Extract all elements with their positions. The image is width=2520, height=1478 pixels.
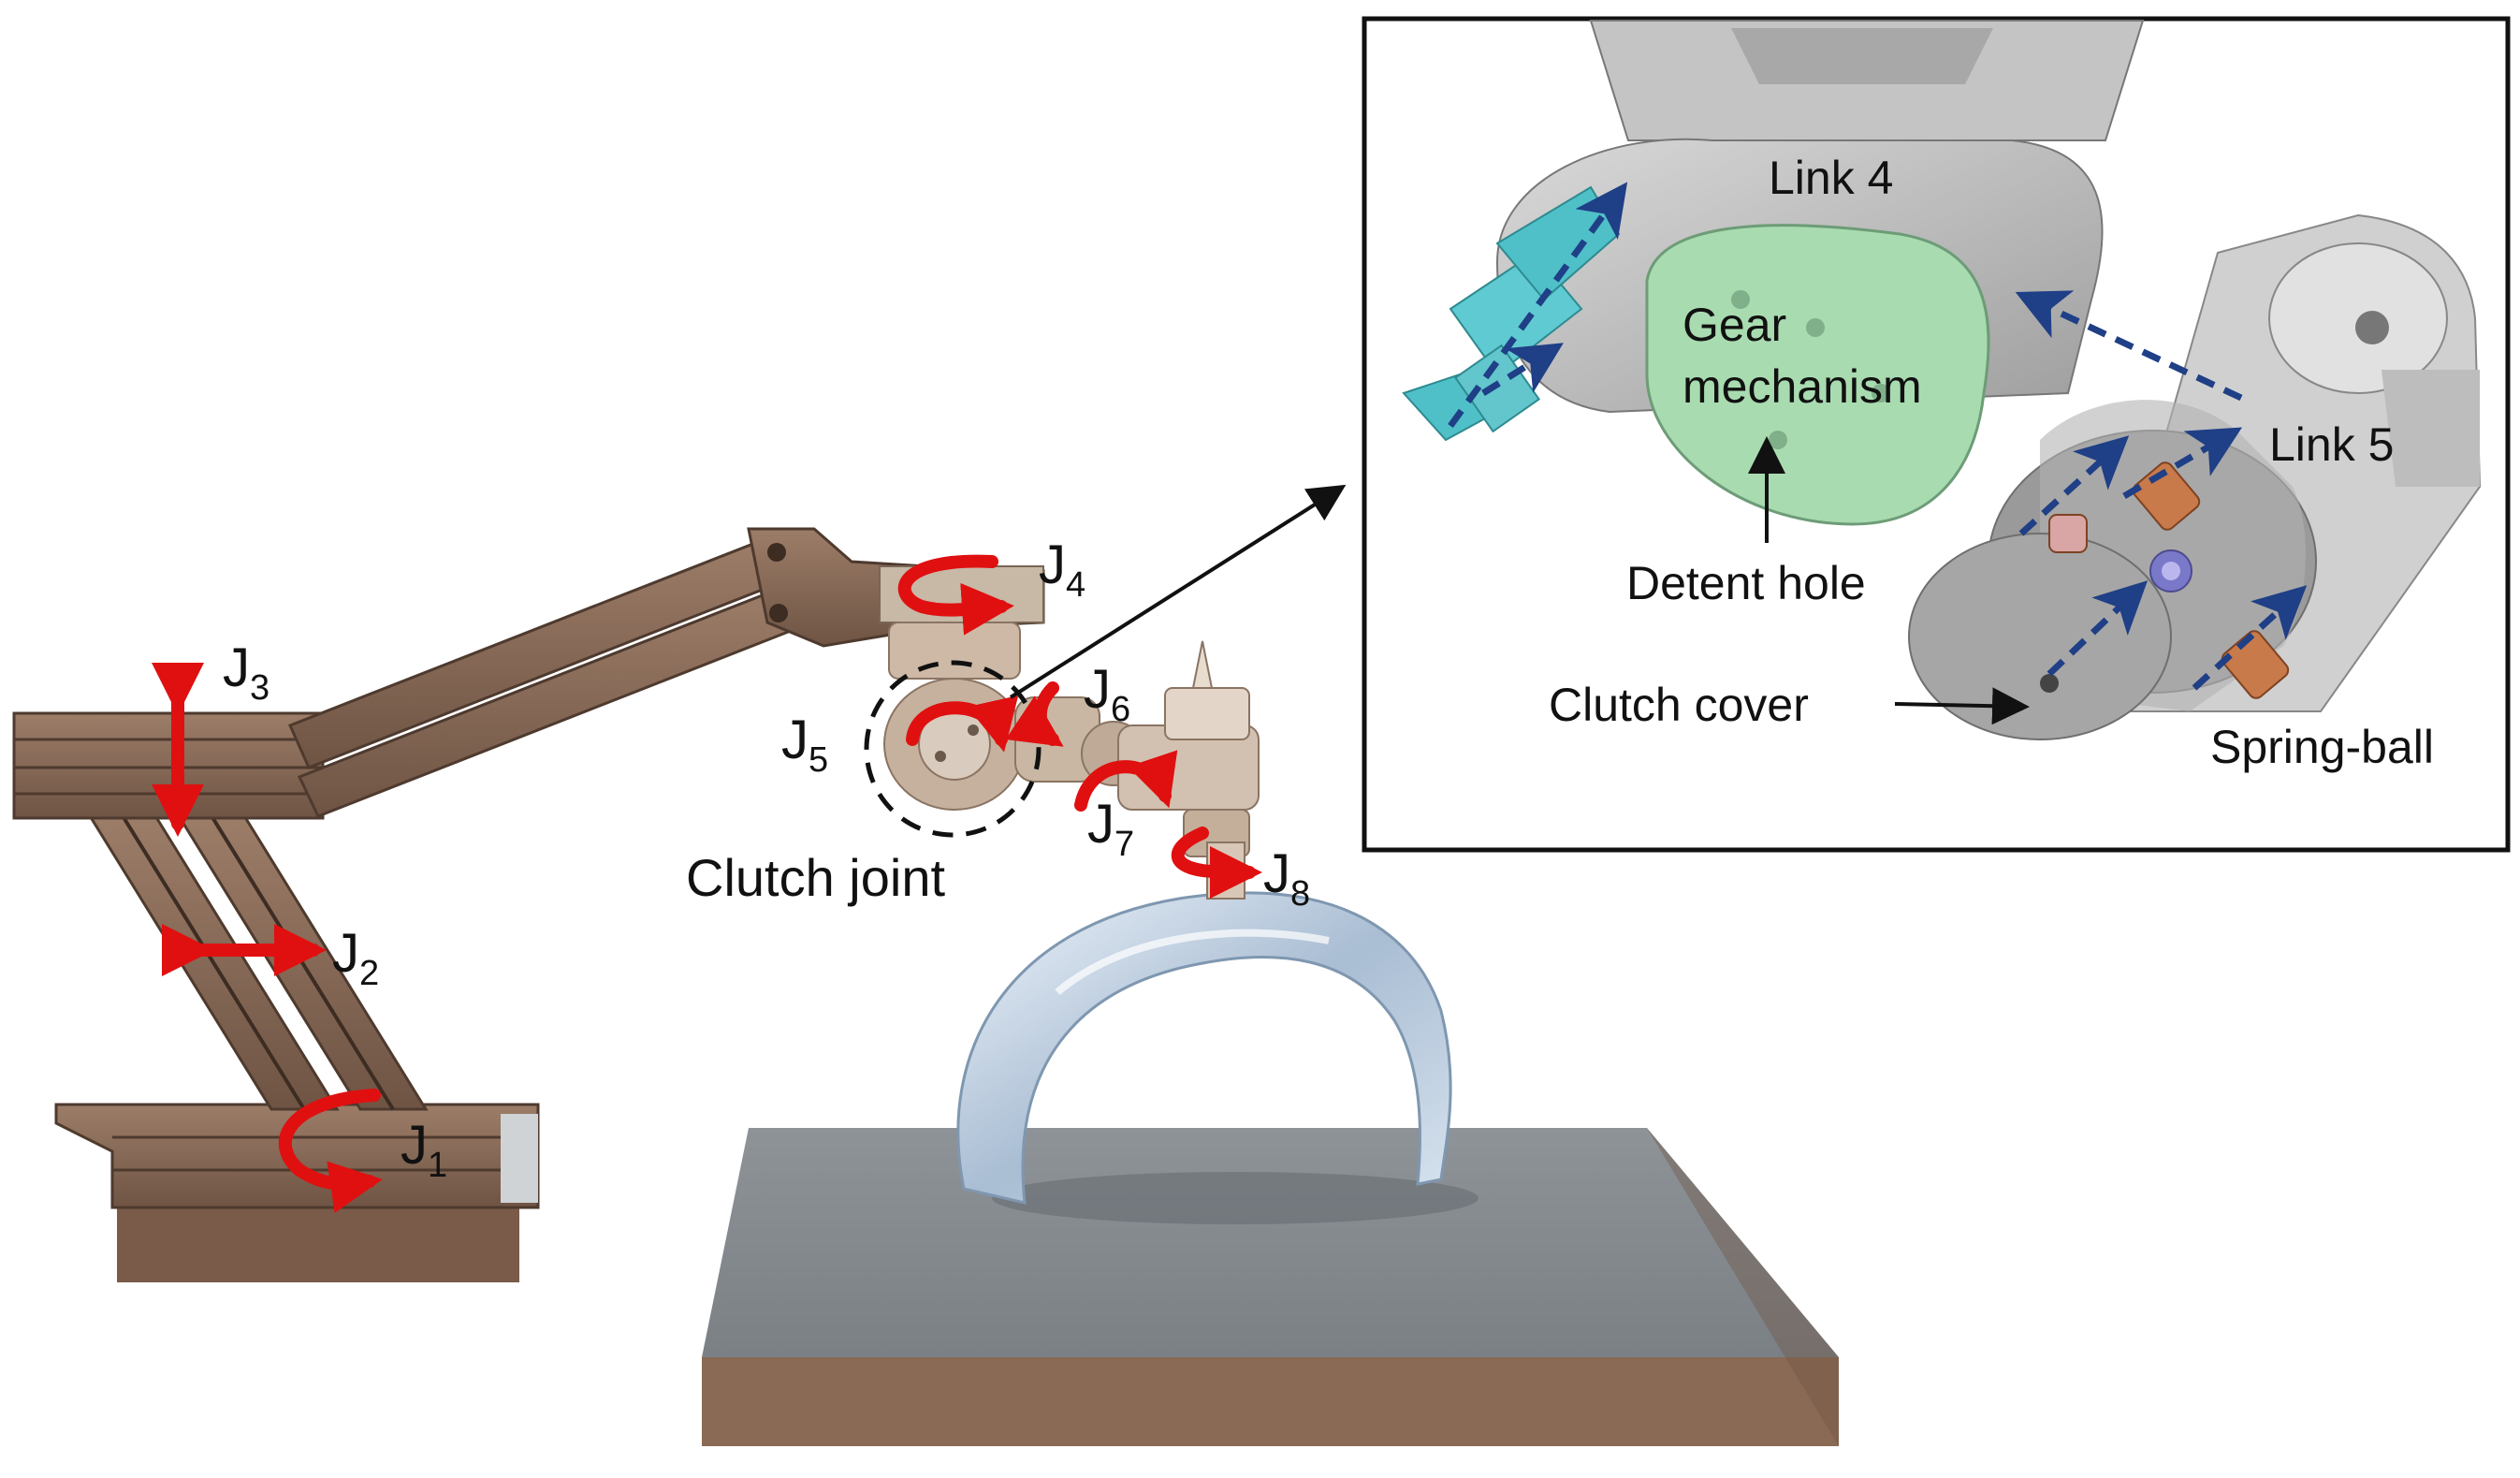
inset-detail [1362,16,2511,853]
work-platform [702,1128,1839,1446]
j7-rotation-arrow-icon [1074,750,1178,812]
j4-rotation-arrow-icon [897,554,1014,636]
clutch-cover-label: Clutch cover [1549,679,1809,731]
clutch-cover-leader-arrow-icon [1894,687,2030,725]
joint-label-j1: J1 [401,1115,448,1185]
j1-rotation-arrow-icon [278,1089,383,1213]
mechanism-label: mechanism [1682,360,1922,413]
joint-motion-arrows [152,554,1262,1213]
shoulder-block [12,711,325,820]
joint-label-j7: J7 [1087,794,1135,864]
j8-rotation-arrow-icon [1171,827,1262,899]
joint-label-j8: J8 [1263,843,1311,914]
joint-label-j4: J4 [1039,534,1086,605]
axis-arrow-icon [2018,435,2130,536]
axis-arrow-icon [2122,427,2243,500]
assembly-axis-arrows [1448,182,2308,691]
j5-rotation-arrow-icon [906,695,1019,753]
spring-ball-label: Spring-ball [2210,721,2435,773]
gear-label: Gear [1682,299,1787,351]
zoom-leader-arrow-icon [1009,484,1347,699]
axis-arrow-icon [1448,182,1628,429]
axis-arrow-icon [2192,585,2308,691]
robot-base [54,1103,540,1282]
clutch-joint-label: Clutch joint [686,848,946,907]
joint-label-j3: J3 [223,637,270,708]
clutch-joint-highlight [864,660,1042,838]
axis-arrow-icon [2015,290,2243,402]
joint-label-j6: J6 [1084,659,1131,729]
axis-arrow-icon [2047,580,2149,677]
detent-hole-label: Detent hole [1626,557,1866,609]
workpiece-shell [956,891,1452,1205]
axis-arrow-icon [1481,343,1564,396]
link-5-label: Link 5 [2269,418,2395,471]
j6-rotation-arrow-icon [1005,681,1064,747]
joint-label-j2: J2 [332,923,380,993]
joint-label-j5: J5 [781,710,829,780]
link-4-label: Link 4 [1769,152,1894,204]
